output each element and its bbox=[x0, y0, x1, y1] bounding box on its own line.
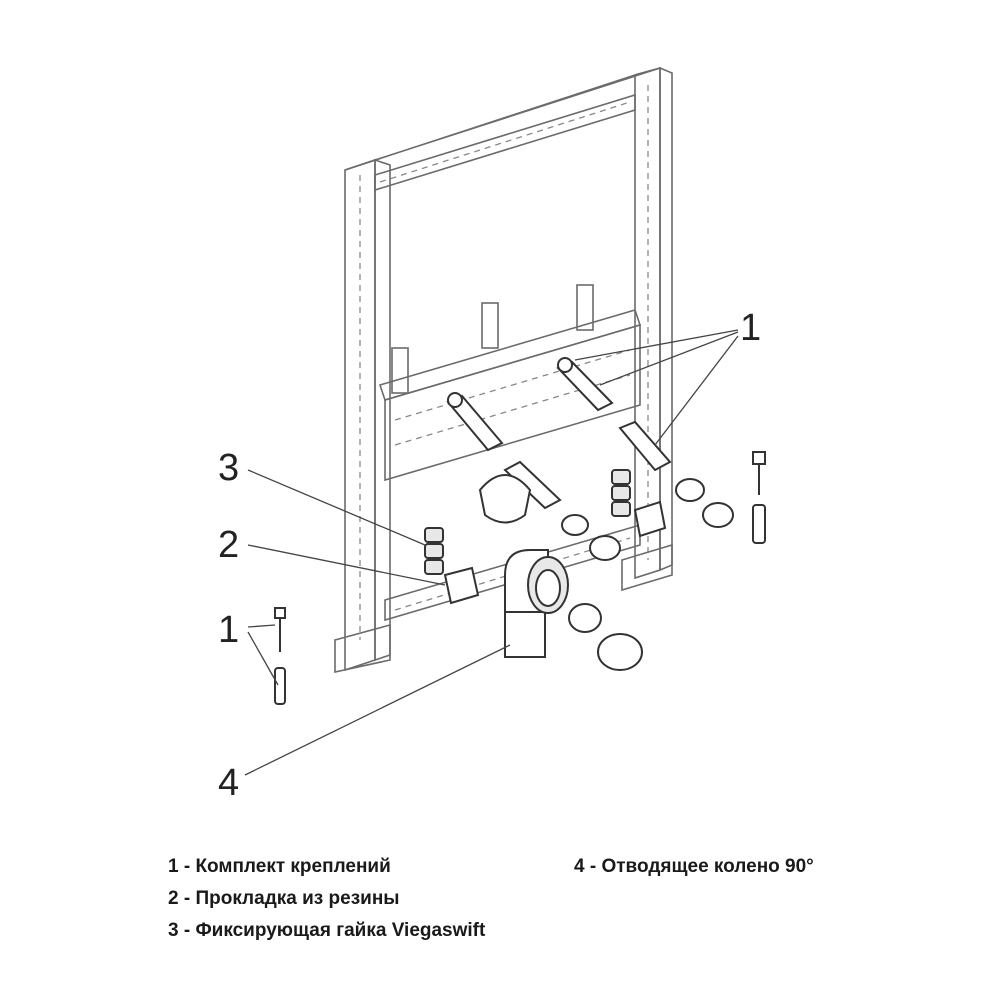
threaded-rods bbox=[446, 357, 672, 510]
callout-1-left: 1 bbox=[218, 609, 239, 651]
legend-item-3: 3 - Фиксирующая гайка Viegaswift bbox=[168, 920, 486, 941]
legend-item-1: 1 - Комплект креплений bbox=[168, 856, 391, 877]
callout-2: 2 bbox=[218, 524, 239, 566]
drain-elbow bbox=[504, 549, 569, 658]
frame-left-post bbox=[334, 158, 391, 673]
legend-item-2: 2 - Прокладка из резины bbox=[168, 888, 400, 909]
callout-3: 3 bbox=[218, 447, 239, 489]
installation-frame-diagram: 1 3 2 1 4 bbox=[218, 66, 766, 804]
frame-cross-plate bbox=[378, 309, 642, 482]
pipe-clamp bbox=[478, 474, 532, 524]
frame-top-rail bbox=[344, 67, 661, 192]
screws-anchors bbox=[274, 451, 766, 705]
rubber-gaskets bbox=[443, 500, 667, 605]
callout-4: 4 bbox=[218, 762, 239, 804]
water-connectors bbox=[561, 478, 734, 671]
fixing-nuts bbox=[424, 469, 631, 575]
legend-item-4: 4 - Отводящее колено 90° bbox=[574, 856, 814, 877]
leader-lines bbox=[244, 329, 739, 776]
frame-adjust-slots bbox=[391, 284, 594, 394]
callout-1-top: 1 bbox=[740, 307, 761, 349]
